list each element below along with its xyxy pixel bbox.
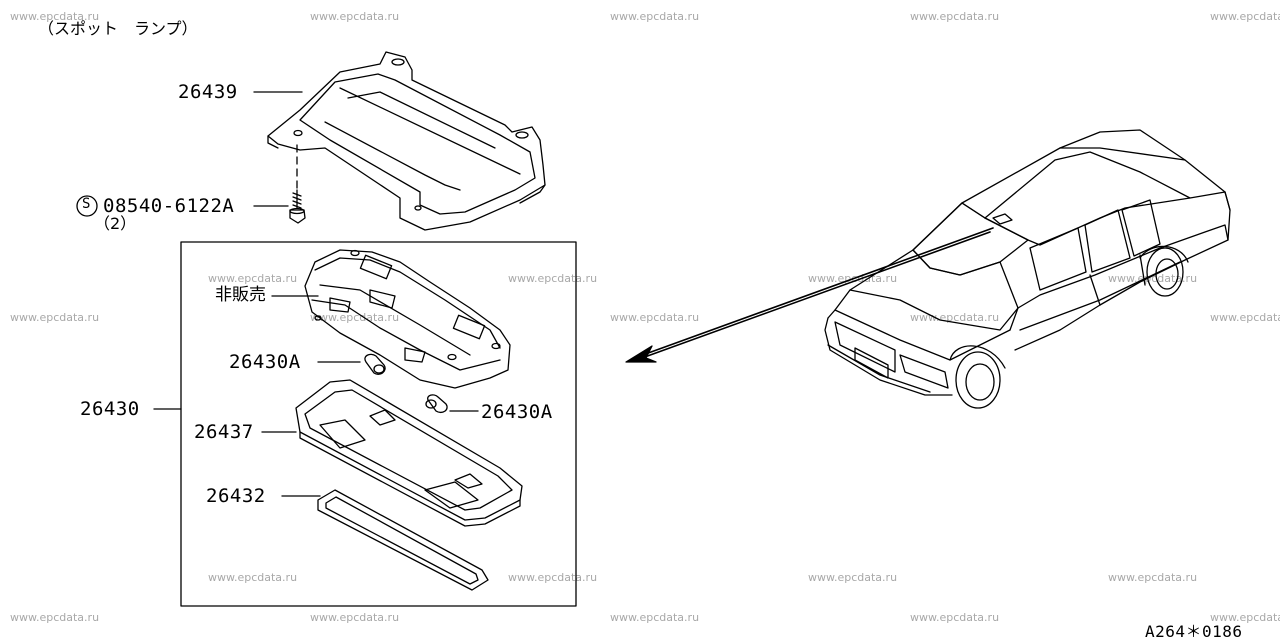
bulb-left-drawing xyxy=(364,353,386,375)
screw-drawing xyxy=(289,189,306,224)
watermark: www.epcdata.ru xyxy=(310,10,400,23)
watermark: www.epcdata.ru xyxy=(1210,611,1280,624)
assembly-box xyxy=(180,241,577,607)
not-for-sale-label: 非販売 xyxy=(215,285,266,305)
watermark: www.epcdata.ru xyxy=(610,10,700,23)
watermark: www.epcdata.ru xyxy=(1108,571,1198,584)
watermark: www.epcdata.ru xyxy=(10,10,100,23)
part-label-housing: 26437 xyxy=(194,421,254,443)
car-drawing xyxy=(824,129,1231,409)
part-label-bulb-right: 26430A xyxy=(481,401,553,423)
bulb-right-drawing xyxy=(425,394,448,414)
watermark: www.epcdata.ru xyxy=(910,611,1000,624)
part-label-bulb-left: 26430A xyxy=(229,351,301,373)
watermark: www.epcdata.ru xyxy=(808,571,898,584)
watermark: www.epcdata.ru xyxy=(508,272,598,285)
gasket-drawing xyxy=(317,489,489,591)
watermark: www.epcdata.ru xyxy=(208,571,298,584)
watermark: www.epcdata.ru xyxy=(508,571,598,584)
watermark: www.epcdata.ru xyxy=(1210,10,1280,23)
watermark: www.epcdata.ru xyxy=(310,311,400,324)
watermark: www.epcdata.ru xyxy=(208,272,298,285)
watermark: www.epcdata.ru xyxy=(10,611,100,624)
watermark: www.epcdata.ru xyxy=(610,611,700,624)
diagram-title: （スポット ランプ） xyxy=(38,19,198,38)
watermark: www.epcdata.ru xyxy=(10,311,100,324)
watermark: www.epcdata.ru xyxy=(310,611,400,624)
bracket-drawing xyxy=(267,51,546,231)
screw-marker: S xyxy=(82,196,91,212)
part-label-assembly: 26430 xyxy=(80,398,140,420)
housing-drawing xyxy=(295,379,523,527)
watermark: www.epcdata.ru xyxy=(910,10,1000,23)
diagram-code: A264＊0186 xyxy=(1145,622,1243,641)
part-label-gasket: 26432 xyxy=(206,485,266,507)
screw-marker-circle xyxy=(76,195,98,217)
lamp-body-drawing xyxy=(304,249,511,389)
location-arrow xyxy=(625,227,994,363)
watermark: www.epcdata.ru xyxy=(1210,311,1280,324)
part-label-screw: 08540-6122A xyxy=(103,195,235,217)
watermark: www.epcdata.ru xyxy=(910,311,1000,324)
part-label-bracket: 26439 xyxy=(178,81,238,103)
watermark: www.epcdata.ru xyxy=(610,311,700,324)
watermark: www.epcdata.ru xyxy=(1108,272,1198,285)
screw-quantity: （2） xyxy=(94,214,137,233)
